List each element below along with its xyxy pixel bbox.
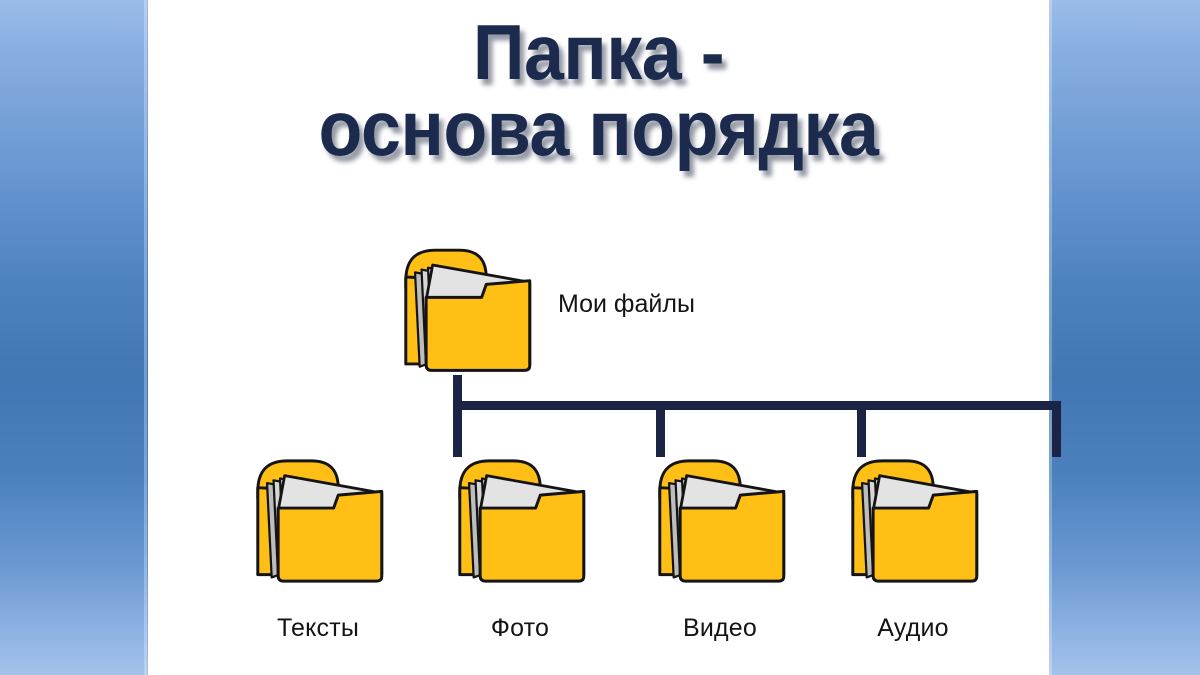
child-folder-label: Аудио — [877, 614, 949, 642]
folder-icon — [404, 248, 532, 372]
child-folder-node-audio[interactable]: Аудио — [838, 450, 988, 643]
tree-drop-line-video — [857, 401, 866, 457]
root-folder-label: Мои файлы — [558, 290, 695, 318]
slide-canvas: Папка - основа порядка Мои фай — [148, 0, 1061, 675]
tree-drop-line-audio — [1052, 401, 1061, 457]
folder-icon — [458, 459, 586, 583]
child-folder-node-photo[interactable]: Фото — [445, 450, 595, 643]
left-gradient-bar — [0, 0, 148, 675]
left-bar-edge-highlight — [144, 0, 147, 675]
root-folder-node[interactable] — [391, 240, 539, 380]
tree-drop-line-texts — [453, 401, 462, 457]
child-folder-row: Тексты Фото — [148, 450, 1049, 650]
child-folder-label: Тексты — [276, 614, 360, 642]
tree-drop-line-photo — [656, 401, 665, 457]
child-folder-node-video[interactable]: Видео — [645, 450, 795, 643]
tree-horizontal-rail — [453, 401, 1061, 410]
right-gradient-bar — [1049, 0, 1200, 675]
child-folder-label: Фото — [490, 614, 550, 642]
child-folder-node-texts[interactable]: Тексты — [243, 450, 393, 643]
folder-icon — [658, 459, 786, 583]
child-folder-label: Видео — [682, 614, 758, 642]
slide-title: Папка - основа порядка — [318, 8, 879, 173]
folder-icon — [256, 459, 384, 583]
folder-icon — [851, 459, 979, 583]
right-bar-edge-highlight — [1049, 0, 1052, 675]
